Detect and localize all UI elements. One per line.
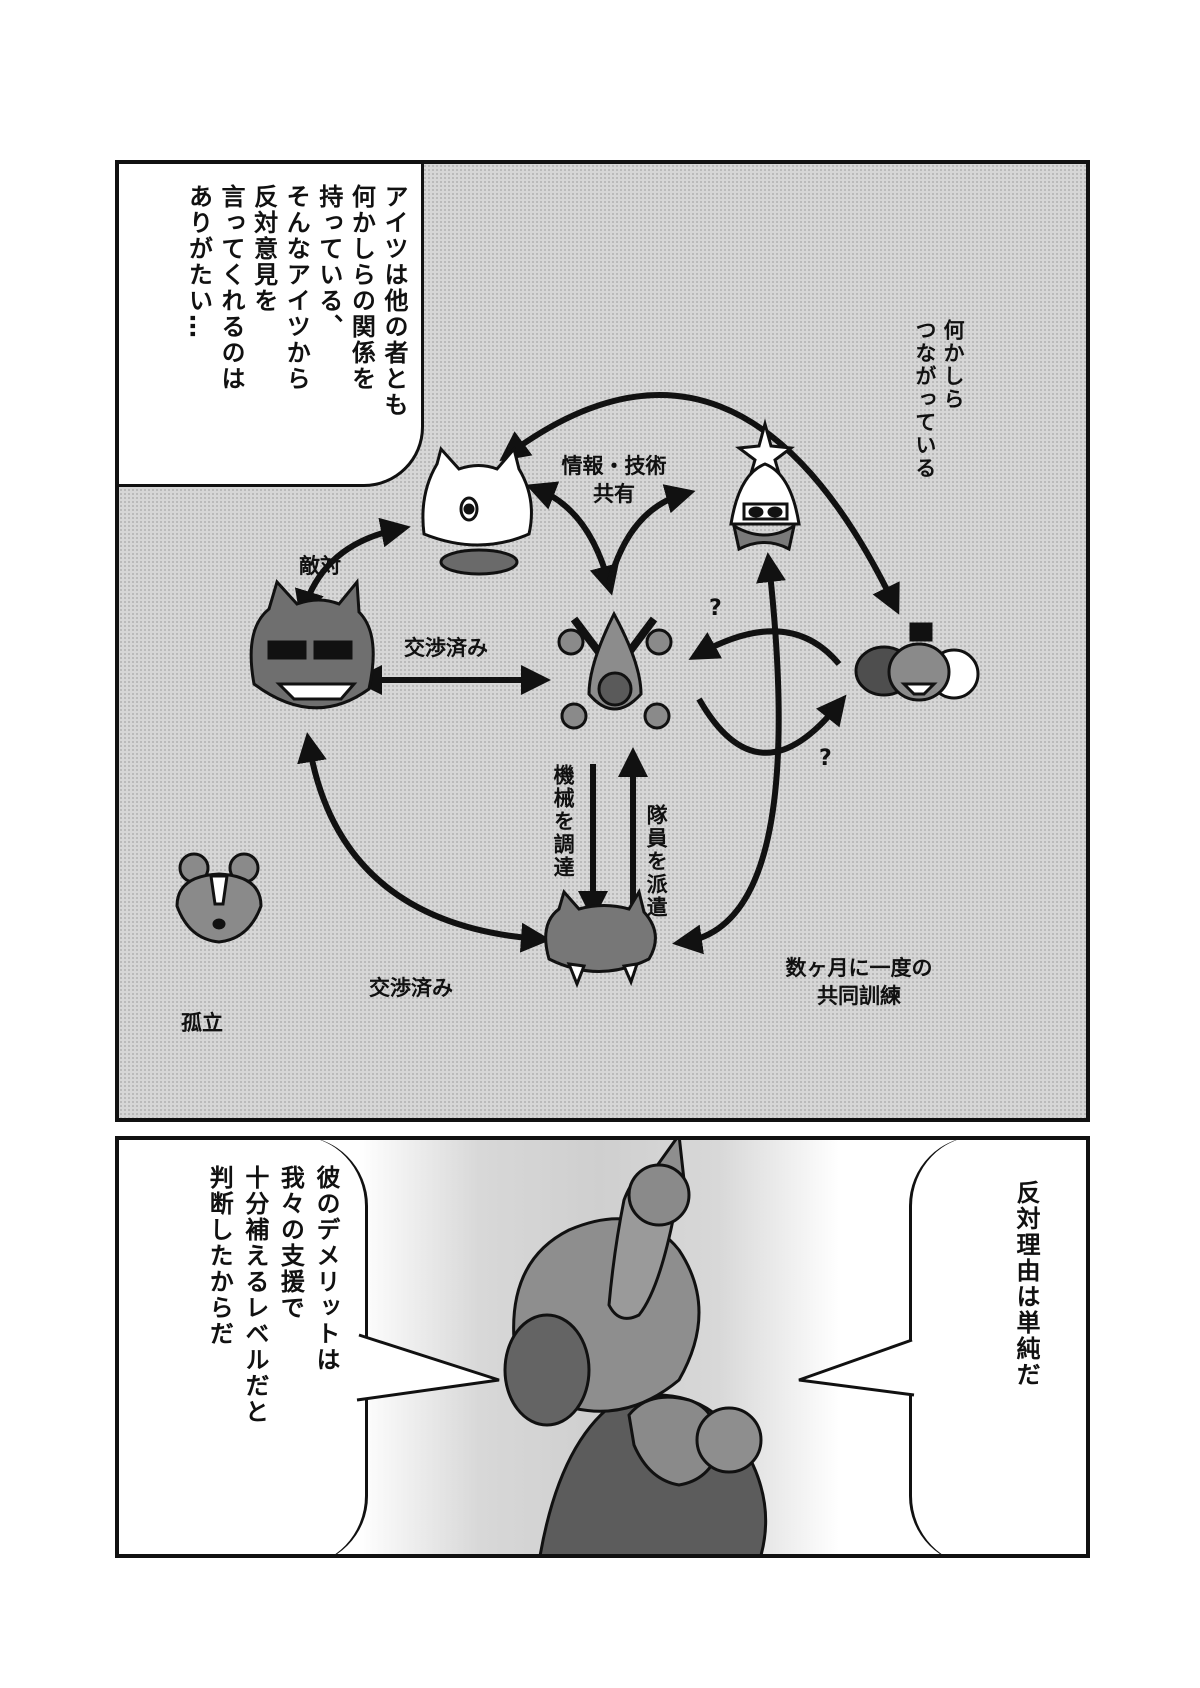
arrow-question-upper (688, 628, 842, 666)
label-somehow-connected: 何かしら つながっている (885, 319, 965, 519)
label-question-2: ? (819, 746, 832, 771)
speech-col-2: 何かしらの関係を (347, 184, 376, 392)
speech-col-1: アイツは他の者とも (380, 184, 408, 418)
speech-bubble-right-text: 反対理由は単純だ (959, 1180, 1040, 1540)
center-robot-character (557, 610, 673, 730)
speech-bubble-text: アイツは他の者とも 何かしらの関係を 持っている、 そんなアイツから 反対意見を… (137, 184, 408, 474)
label-negotiated-bottom: 交渉済み (369, 976, 453, 1000)
label-joint-training-line1: 数ヶ月に一度の (785, 956, 933, 980)
right-col-1: 反対理由は単純だ (1012, 1180, 1040, 1388)
label-negotiated-top: 交渉済み (404, 636, 488, 660)
speech-bubble-right (909, 1140, 1086, 1554)
speech-col-4: そんなアイツから (282, 184, 311, 392)
label-info-sharing: 情報・技術 共有 (549, 452, 679, 509)
arrow-question-lower (696, 694, 847, 756)
label-joint-training-line2: 共同訓練 (817, 984, 901, 1009)
white-cat-character (421, 445, 533, 576)
label-info-sharing-line1: 情報・技術 (561, 454, 667, 478)
label-dispatch-members: 隊員を派遣 (644, 804, 669, 919)
speech-bubble-left-text: 彼のデメリットは 我々の支援で 十分補えるレベルだと 判断したからだ (139, 1165, 340, 1545)
hooded-figure-character (729, 418, 801, 552)
label-procure-machines: 機械を調達 (551, 764, 576, 879)
speech-col-6: 言ってくれるのは (217, 184, 246, 392)
left-col-2: 我々の支援で (276, 1165, 305, 1321)
arrow-negotiated-bottom (297, 732, 551, 953)
label-hostile: 敵対 (299, 554, 341, 578)
rat-character (175, 852, 263, 944)
group-characters (854, 622, 980, 702)
panel-relationship-map: アイツは他の者とも 何かしらの関係を 持っている、 そんなアイツから 反対意見を… (115, 160, 1090, 1122)
label-joint-training: 数ヶ月に一度の 共同訓練 (759, 954, 959, 1011)
label-info-sharing-line2: 共有 (593, 482, 635, 507)
left-col-3: 十分補えるレベルだと (240, 1165, 269, 1425)
relationship-arrows (175, 392, 980, 989)
speech-col-3: 持っている、 (314, 184, 343, 340)
arrow-somehow-connected (499, 392, 900, 615)
bubble-left-tail (356, 1333, 500, 1402)
speech-bubble-panel1 (119, 164, 424, 487)
dragon-character (544, 888, 657, 989)
left-col-1: 彼のデメリットは (312, 1165, 340, 1373)
label-isolated: 孤立 (181, 1011, 223, 1035)
left-col-4: 判断したからだ (205, 1165, 234, 1347)
speech-col-5: 反対意見を (249, 184, 278, 314)
label-somehow-col2: つながっている (912, 319, 937, 480)
arrow-joint-training (672, 552, 786, 955)
speech-col-7: ありがたい… (184, 184, 213, 340)
label-question-1: ? (709, 596, 722, 621)
arrow-hostile (294, 517, 411, 621)
label-somehow-col1: 何かしら (941, 319, 965, 411)
leader-figure (503, 1140, 768, 1554)
sunglasses-cat-character (249, 578, 375, 710)
panel-leader-closeup: 彼のデメリットは 我々の支援で 十分補えるレベルだと 判断したからだ 反対理由は… (115, 1136, 1090, 1558)
bubble-right-tail (798, 1338, 915, 1397)
